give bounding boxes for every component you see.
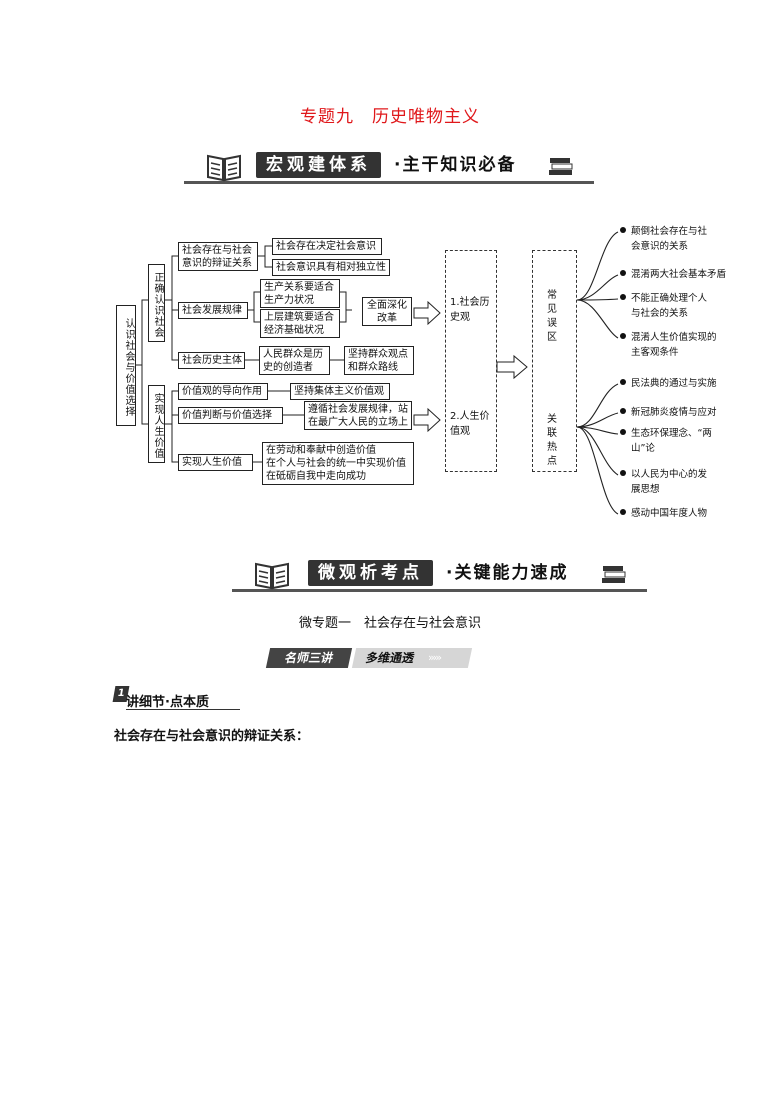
diagram-connectors [136, 231, 619, 515]
b2-sub3-line-1: 在劳动和奉献中创造价值 [266, 445, 376, 456]
bullet-dot [620, 294, 626, 300]
focus-box: 常见误区 关联热点 [532, 250, 577, 472]
page-title: 专题九 历史唯物主义 [300, 107, 480, 127]
banner-macro: 宏观建体系 ·主干知识必备 [184, 148, 594, 192]
tag-dark: 名师三讲 [265, 648, 353, 668]
bullet-dot [620, 408, 626, 414]
hotspot-item: 民法典的通过与实施 [620, 376, 717, 391]
b2-sub1: 坚持集体主义价值观 [290, 383, 390, 400]
hotspot-item: 新冠肺炎疫情与应对 [620, 405, 717, 420]
diagram-root: 认识社会与价值选择 [116, 305, 136, 426]
b2-sub3: 在劳动和奉献中创造价值 在个人与社会的统一中实现价值 在砥砺自我中走向成功 [262, 442, 414, 485]
error-item: 不能正确处理个人与社会的关系 [620, 291, 707, 321]
error-item: 混淆人生价值实现的主客观条件 [620, 330, 717, 360]
b1-sub2-result-text: 全面深化改革 [367, 300, 407, 324]
error-3-line-2: 与社会的关系 [631, 308, 689, 319]
bullet-dot [620, 470, 626, 476]
bullet-dot [620, 227, 626, 233]
bullet-dot [620, 379, 626, 385]
b1-sub3-result: 坚持群众观点和群众路线 [344, 346, 414, 375]
book-icon [207, 154, 241, 182]
section-label: 讲细节·点本质 [126, 695, 209, 710]
banner-rule [184, 181, 594, 184]
error-4-line-1: 混淆人生价值实现的 [631, 332, 717, 343]
b1-item-2: 社会发展规律 [178, 302, 248, 319]
view-2: 2.人生价值观 [450, 411, 490, 437]
b2-item-1: 价值观的导向作用 [178, 383, 268, 400]
teacher-tag: 名师三讲 多维通透 ››››› [265, 648, 474, 668]
hotspot-3-line-1: 生态环保理念、“两 [631, 428, 712, 439]
book-icon [255, 562, 289, 590]
error-1-line-1: 颠倒社会存在与社 [631, 226, 708, 237]
diagram-branch-1: 正确认识社会 [148, 264, 165, 342]
micro-topic-heading: 微专题一 社会存在与社会意识 [298, 616, 481, 631]
b1-sub1-b: 社会意识具有相对独立性 [272, 259, 390, 276]
b2-item-3: 实现人生价值 [178, 454, 253, 471]
b1-sub1-a: 社会存在决定社会意识 [272, 238, 382, 255]
b1-sub2-b-text: 上层建筑要适合经济基础状况 [264, 312, 334, 336]
chevrons-icon: ››››› [428, 651, 442, 664]
error-1-line-2: 会意识的关系 [631, 241, 689, 252]
hotspot-4-line-1: 以人民为中心的发 [631, 469, 708, 480]
b1-sub3-text: 人民群众是历史的创造者 [263, 349, 323, 373]
tag-light: 多维通透 [351, 648, 473, 668]
error-4-line-2: 主客观条件 [631, 347, 679, 358]
banner-macro-subtitle: ·主干知识必备 [394, 155, 517, 175]
hotspot-1-line-1: 民法典的通过与实施 [631, 378, 717, 389]
b1-item-1-text: 社会存在与社会意识的辩证关系 [182, 245, 252, 269]
b1-sub3: 人民群众是历史的创造者 [259, 346, 330, 375]
b2-sub3-line-3: 在砥砺自我中走向成功 [266, 471, 366, 482]
error-2-line-1: 混淆两大社会基本矛盾 [631, 269, 727, 280]
error-item: 颠倒社会存在与社会意识的关系 [620, 224, 707, 254]
b1-item-1: 社会存在与社会意识的辩证关系 [178, 242, 258, 271]
book-stack-icon [549, 158, 573, 175]
error-item: 混淆两大社会基本矛盾 [620, 267, 726, 282]
b1-sub2-result: 全面深化改革 [362, 297, 412, 326]
banner-macro-label: 宏观建体系 [256, 152, 381, 178]
hotspot-3-line-2: 山”论 [631, 443, 655, 454]
diagram-branch-2: 实现人生价值 [148, 385, 165, 463]
b1-sub2-b: 上层建筑要适合经济基础状况 [260, 309, 340, 338]
bullet-dot [620, 429, 626, 435]
banner-micro-label: 微观析考点 [308, 560, 433, 586]
banner-rule [232, 589, 647, 592]
bullet-dot [620, 509, 626, 515]
b1-sub3-result-text: 坚持群众观点和群众路线 [348, 349, 408, 373]
b2-sub2: 遵循社会发展规律，站在最广大人民的立场上 [304, 401, 412, 430]
body-paragraph: 社会存在与社会意识的辩证关系： [114, 729, 310, 744]
banner-micro: 微观析考点 ·关键能力速成 [232, 556, 647, 600]
banner-micro-subtitle: ·关键能力速成 [446, 563, 569, 583]
b2-item-2: 价值判断与价值选择 [178, 407, 283, 424]
col-bottom-label: 关联热点 [547, 414, 563, 467]
section-underline [126, 709, 240, 710]
book-stack-icon [602, 566, 626, 583]
b2-sub2-text: 遵循社会发展规律，站在最广大人民的立场上 [308, 404, 408, 428]
hotspot-4-line-2: 展思想 [631, 484, 660, 495]
hotspot-2-line-1: 新冠肺炎疫情与应对 [631, 407, 717, 418]
error-3-line-1: 不能正确处理个人 [631, 293, 708, 304]
bullet-dot [620, 270, 626, 276]
outlook-box: 1.社会历史观 2.人生价值观 [445, 250, 497, 472]
b1-sub2-a-text: 生产关系要适合生产力状况 [264, 282, 334, 306]
b1-sub2-a: 生产关系要适合生产力状况 [260, 279, 340, 308]
bullet-dot [620, 333, 626, 339]
col-top-label: 常见误区 [547, 290, 563, 343]
hotspot-item: 感动中国年度人物 [620, 506, 707, 521]
hotspot-item: 生态环保理念、“两山”论 [620, 426, 712, 456]
b2-sub3-line-2: 在个人与社会的统一中实现价值 [266, 458, 406, 469]
hotspot-item: 以人民为中心的发展思想 [620, 467, 707, 497]
hotspot-5-line-1: 感动中国年度人物 [631, 508, 708, 519]
view-1: 1.社会历史观 [450, 297, 490, 323]
b1-item-3: 社会历史主体 [178, 352, 245, 369]
